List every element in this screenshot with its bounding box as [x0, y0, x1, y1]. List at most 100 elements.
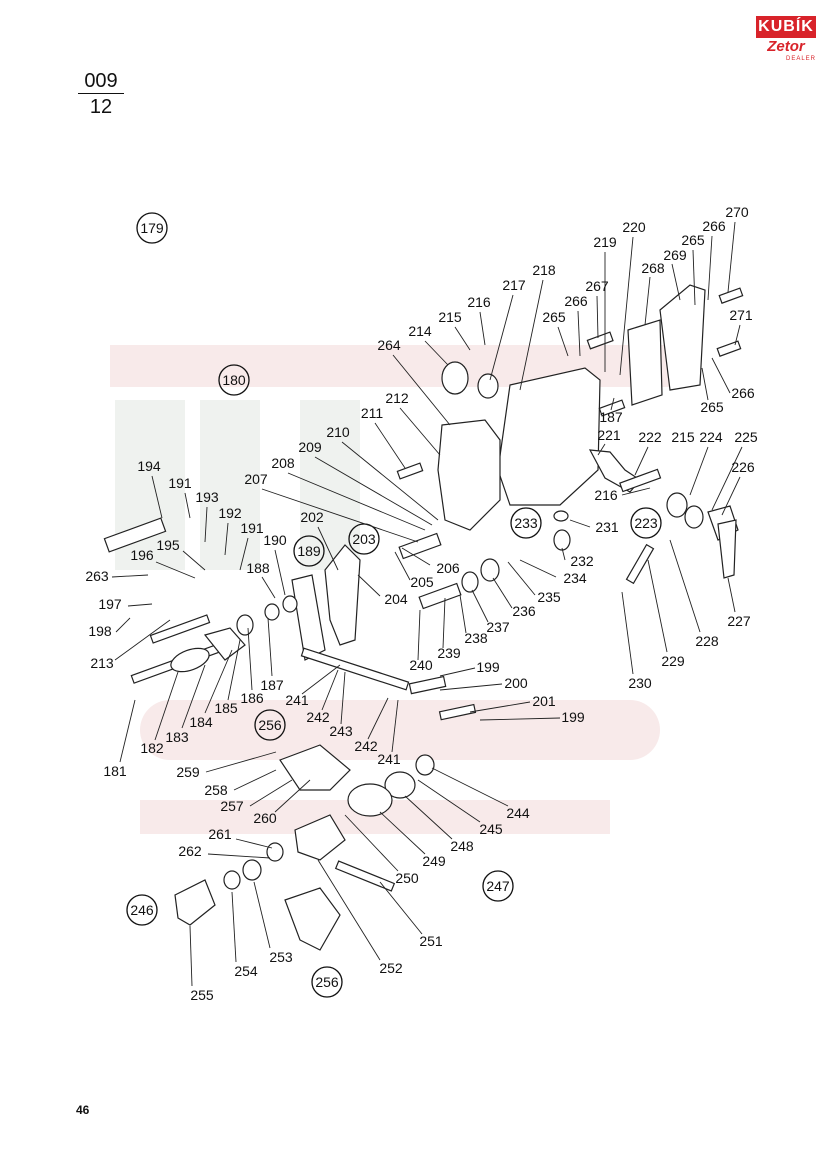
shaft-drawing-2 — [300, 647, 410, 691]
leader-line — [442, 597, 446, 649]
leader-line — [671, 263, 681, 301]
leader-line — [205, 751, 277, 773]
nut-drawing — [480, 558, 500, 582]
part-label: 226 — [731, 459, 755, 475]
leader-line — [253, 881, 271, 949]
leader-line — [367, 697, 389, 740]
part-label: 184 — [189, 714, 213, 730]
leader-line — [151, 475, 163, 519]
group-label: 246 — [130, 902, 154, 918]
part-label: 266 — [731, 385, 755, 401]
part-label: 244 — [506, 805, 530, 821]
ring-drawing — [477, 373, 499, 399]
leader-line — [344, 814, 399, 872]
leader-line — [111, 574, 149, 578]
page-number: 46 — [76, 1103, 90, 1117]
rod-drawing — [149, 614, 211, 644]
cover-gasket-drawing — [627, 319, 663, 406]
part-label: 249 — [422, 853, 446, 869]
leader-line — [619, 236, 634, 376]
pin-drawing-2 — [438, 703, 477, 721]
part-label: 265 — [681, 232, 705, 248]
leader-line — [561, 547, 566, 561]
part-label: 190 — [263, 532, 287, 548]
part-label: 265 — [542, 309, 566, 325]
leader-line — [577, 310, 581, 357]
leader-line — [181, 664, 206, 729]
group-label: 247 — [486, 878, 510, 894]
part-label: 221 — [597, 427, 621, 443]
part-label: 204 — [384, 591, 408, 607]
flange-drawing — [174, 879, 216, 926]
group-circle — [311, 966, 343, 998]
group-circle — [126, 894, 158, 926]
leader-line — [182, 550, 206, 571]
part-label: 214 — [408, 323, 432, 339]
part-label: 255 — [190, 987, 214, 1003]
part-label: 194 — [137, 458, 161, 474]
leader-line — [204, 506, 208, 543]
part-label: 269 — [663, 247, 687, 263]
leader-line — [341, 441, 439, 521]
part-label: 201 — [532, 693, 556, 709]
part-label: 187 — [599, 409, 623, 425]
ring-drawing-4 — [223, 870, 241, 890]
group-circle — [218, 364, 250, 396]
part-label: 199 — [561, 709, 585, 725]
part-label: 215 — [671, 429, 695, 445]
group-circle — [136, 212, 168, 244]
seal-drawing — [666, 492, 688, 518]
group-circle — [510, 507, 542, 539]
gasket-drawing — [437, 419, 501, 531]
part-label: 252 — [379, 960, 403, 976]
group-label: 203 — [352, 531, 376, 547]
shaft-drawing — [619, 468, 662, 493]
washer-drawing-4 — [282, 595, 298, 613]
washer-drawing-3 — [264, 603, 280, 621]
lever-plate-drawing-2 — [291, 574, 326, 661]
leader-line — [274, 779, 311, 813]
part-label: 185 — [214, 700, 238, 716]
part-label: 266 — [702, 218, 726, 234]
part-label: 225 — [734, 429, 758, 445]
plate-drawing — [103, 517, 167, 553]
part-label: 235 — [537, 589, 561, 605]
pin-drawing-3 — [334, 860, 396, 892]
diagram-shape — [140, 700, 660, 760]
part-label: 211 — [361, 405, 384, 421]
part-label: 248 — [450, 838, 474, 854]
screw-drawing — [586, 331, 614, 350]
group-label: 233 — [514, 515, 538, 531]
leader-line — [439, 683, 503, 691]
part-label: 228 — [695, 633, 719, 649]
part-label: 265 — [700, 399, 724, 415]
leader-line — [379, 811, 426, 855]
part-label: 253 — [269, 949, 293, 965]
group-circle — [293, 535, 325, 567]
part-label: 191 — [240, 520, 264, 536]
part-label: 227 — [727, 613, 751, 629]
part-label: 268 — [641, 260, 665, 276]
bushing-drawing — [684, 505, 704, 529]
leader-line — [119, 699, 136, 763]
leader-line — [469, 701, 531, 713]
leader-line — [596, 295, 599, 339]
washer-drawing-2 — [236, 614, 254, 636]
part-label: 230 — [628, 675, 652, 691]
leader-line — [417, 779, 481, 823]
part-label: 231 — [595, 519, 619, 535]
leader-line — [267, 617, 273, 677]
leader-line — [401, 547, 431, 566]
part-label: 206 — [436, 560, 460, 576]
leader-line — [431, 767, 509, 807]
group-label: 223 — [634, 515, 658, 531]
part-label: 216 — [594, 487, 618, 503]
screw-drawing-5 — [396, 462, 424, 480]
part-label: 197 — [98, 596, 122, 612]
arm-drawing — [717, 519, 737, 579]
group-circle — [630, 507, 662, 539]
part-label: 200 — [504, 675, 528, 691]
leader-line — [644, 276, 651, 326]
group-label: 256 — [315, 974, 339, 990]
